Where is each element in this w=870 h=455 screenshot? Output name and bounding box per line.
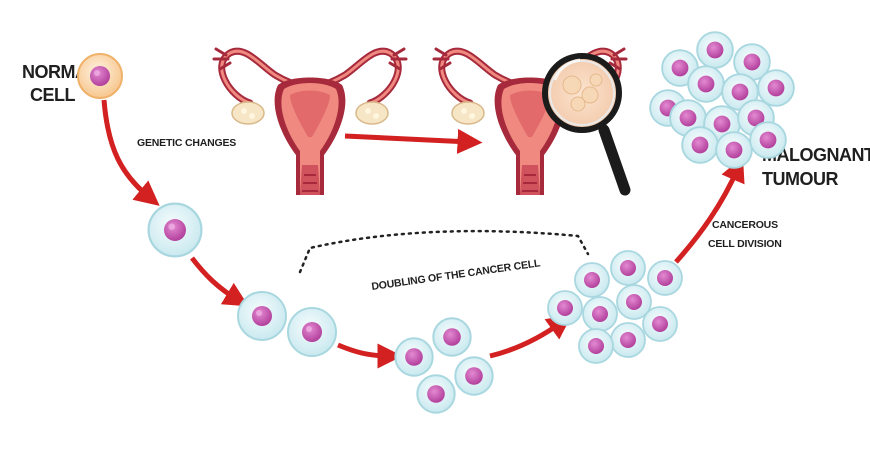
cancer-cells-stage-4 xyxy=(394,317,494,414)
normal-cell xyxy=(77,53,123,99)
malignant-tumour-label: MALOGNANT TUMOUR xyxy=(762,145,870,189)
uterus-icon xyxy=(214,49,406,195)
svg-text:CANCEROUS: CANCEROUS xyxy=(712,219,778,231)
growth-arrow-2 xyxy=(337,342,403,369)
doubling-bracket xyxy=(298,229,590,274)
cancer-cells-stage-2 xyxy=(237,291,337,357)
cancer-cells-cluster xyxy=(547,250,683,364)
svg-text:CELL: CELL xyxy=(30,85,76,105)
genetic-changes-label: GENETIC CHANGES xyxy=(137,137,236,149)
tumour-arrow xyxy=(674,156,745,264)
growth-arrow-1 xyxy=(190,256,249,307)
svg-text:MALOGNANT: MALOGNANT xyxy=(762,145,870,165)
malignant-tumour-mass xyxy=(649,31,795,169)
growth-arrow-3 xyxy=(489,314,573,359)
svg-text:TUMOUR: TUMOUR xyxy=(762,169,838,189)
cancer-cell-stage-1 xyxy=(147,202,203,258)
doubling-label: DOUBLING OF THE CANCER CELL xyxy=(371,257,542,293)
uterus-arrow xyxy=(344,128,483,154)
cancerous-division-label: CANCEROUS CELL DIVISION xyxy=(708,219,782,250)
genetic-change-arrow xyxy=(101,99,160,206)
magnifying-glass-icon xyxy=(542,53,631,196)
svg-text:CELL DIVISION: CELL DIVISION xyxy=(708,238,782,250)
